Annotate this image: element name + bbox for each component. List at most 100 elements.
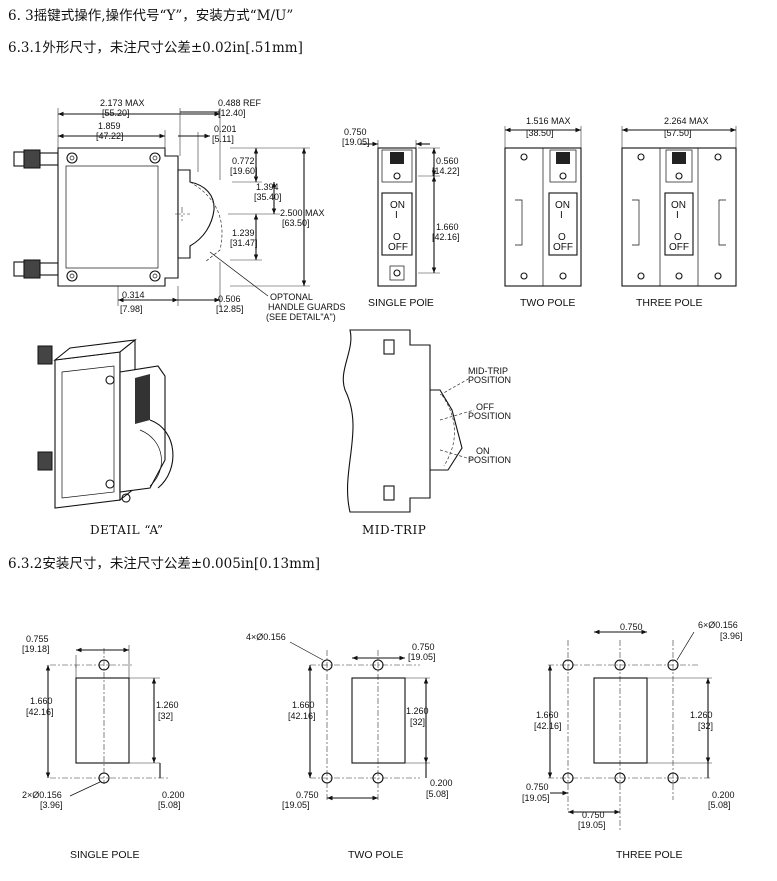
- dim-m1-width-mm: [19.18]: [22, 644, 50, 654]
- handle-guard-outline: [189, 181, 223, 263]
- caption-two: TWO POLE: [520, 297, 575, 309]
- on-position-label-2: POSITION: [468, 455, 511, 465]
- on-mark-two: I: [560, 210, 563, 221]
- off-mark: O: [393, 232, 401, 243]
- dim-bottom-right-mm: [12.85]: [216, 304, 244, 314]
- dim-height-mm: [63.50]: [282, 218, 310, 228]
- dim-m3-spacing-mm: [42.16]: [534, 721, 562, 731]
- on-mark-three: I: [676, 210, 679, 221]
- dim-m3-pitch: 0.750: [582, 810, 605, 820]
- terminal-stud-top: [13, 151, 25, 167]
- mounting-three: 0.750 6×Ø0.156 [3.96] 1.660 [42.16] 1.26…: [522, 620, 743, 861]
- mounting-single: 0.755 [19.18] 1.660 [42.16] 1.260 [32] 2…: [22, 634, 185, 861]
- dim-overall-width-mm: [55.20]: [102, 108, 130, 118]
- section-heading: 6. 3摇键式操作,操作代号“Y”，安装方式“M/U”: [8, 8, 294, 24]
- front-view-three: ON I O OFF 2.264 MAX [57.50] THREE POLE: [621, 116, 737, 309]
- dim-m3-pitch-top: 0.750: [620, 622, 643, 632]
- off-mark-three: O: [674, 232, 682, 243]
- outline-heading: 6.3.1外形尺寸，未注尺寸公差±0.02in[.51mm]: [8, 40, 303, 56]
- dim-m2-pitch-mm: [19.05]: [282, 800, 310, 810]
- dim-m1-cutout-mm: [32]: [158, 711, 173, 721]
- caption-m2: TWO POLE: [348, 849, 403, 861]
- dim-m3-cutout-mm: [32]: [698, 721, 713, 731]
- cutout-two: [351, 677, 406, 764]
- dim-m2-spacing: 1.660: [292, 700, 315, 710]
- dim-single-top: 0.560: [436, 156, 459, 166]
- dim-bottom-left-mm: [7.98]: [120, 304, 143, 314]
- dim-width-single-mm: [19.05]: [342, 137, 370, 147]
- terminal-body-bottom: [39, 262, 59, 276]
- midtrip-label-2: POSITION: [468, 375, 511, 385]
- detail-a-isometric: [37, 338, 174, 509]
- on-label: ON: [390, 200, 405, 211]
- on-label-two: ON: [555, 200, 570, 211]
- dim-h2: 1.394: [256, 182, 279, 192]
- dim-single-spacing-mm: [42.16]: [432, 232, 460, 242]
- dim-m3-holes: 6×Ø0.156: [698, 620, 738, 630]
- caption-m1: SINGLE POLE: [70, 849, 139, 861]
- on-label-three: ON: [671, 200, 686, 211]
- dim-m3-holes-mm: [3.96]: [720, 631, 743, 641]
- terminal-stud-bottom: [13, 261, 25, 277]
- on-position-label-1: ON: [476, 446, 490, 456]
- handle-guard-note-3: (SEE DETAIL"A"): [266, 312, 336, 322]
- dim-m2-cutout-mm: [32]: [410, 717, 425, 727]
- on-mark: I: [395, 210, 398, 221]
- dim-m3-offset: 0.200: [712, 790, 735, 800]
- handle-guard-note-2: HANDLE GUARDS: [268, 302, 346, 312]
- breaker-housing: [57, 147, 179, 287]
- dim-m1-spacing: 1.660: [30, 696, 53, 706]
- dim-m2-width: 0.750: [412, 642, 435, 652]
- dim-single-spacing: 1.660: [436, 222, 459, 232]
- dim-m2-width-mm: [19.05]: [408, 652, 436, 662]
- off-position-label-1: OFF: [476, 402, 494, 412]
- dim-ref: 0.488 REF: [218, 98, 262, 108]
- caption-three: THREE POLE: [636, 297, 703, 309]
- dim-width-single: 0.750: [344, 127, 367, 137]
- dim-m2-offset: 0.200: [430, 778, 453, 788]
- dim-body-width-mm: [47.22]: [96, 131, 124, 141]
- mount-screw-tr: [149, 152, 161, 164]
- dim-h2-mm: [35.40]: [254, 192, 282, 202]
- off-mark-two: O: [558, 232, 566, 243]
- dim-m2-holes: 4×Ø0.156: [246, 632, 286, 642]
- off-position-label-2: POSITION: [468, 411, 511, 421]
- dim-h3-mm: [31.47]: [230, 238, 258, 248]
- dim-bottom-right: 0.506: [218, 294, 241, 304]
- cutout-single: [75, 677, 130, 764]
- dim-overall-width: 2.173 MAX: [100, 98, 145, 108]
- dim-m3-spacing: 1.660: [536, 710, 559, 720]
- dim-bottom-left: 0.314: [122, 290, 145, 300]
- dim-width-three-mm: [57.50]: [664, 128, 692, 138]
- dim-height: 2.500 MAX: [280, 208, 325, 218]
- side-view: 2.173 MAX [55.20] 1.859 [47.22] 0.488 RE…: [13, 98, 346, 322]
- caption-m3: THREE POLE: [616, 849, 683, 861]
- rocker-window: [381, 192, 413, 256]
- dim-m1-offset-mm: [5.08]: [158, 800, 181, 810]
- terminal-nut-bottom: [23, 259, 41, 279]
- dim-single-top-mm: [14.22]: [432, 166, 460, 176]
- dim-m1-spacing-mm: [42.16]: [26, 707, 54, 717]
- cutout-three: [593, 677, 648, 764]
- dim-ref2-mm: [5.11]: [212, 134, 234, 144]
- dim-m3-cutout: 1.260: [690, 710, 713, 720]
- midtrip-label-1: MID-TRIP: [468, 366, 508, 376]
- dim-width-three: 2.264 MAX: [664, 116, 709, 126]
- handle-guard-note-1: OPTONAL: [270, 292, 313, 302]
- terminal-body-top: [39, 152, 59, 166]
- caption-midtrip: MID-TRIP: [362, 523, 426, 537]
- mounting-two: 4×Ø0.156 0.750 [19.05] 1.660 [42.16] 1.2…: [246, 632, 453, 861]
- handle-top: [390, 152, 404, 164]
- dim-m1-holes-mm: [3.96]: [40, 800, 63, 810]
- dim-m2-cutout: 1.260: [406, 706, 429, 716]
- dim-m3-offset-mm: [5.08]: [708, 800, 731, 810]
- dim-m1-width: 0.755: [26, 634, 49, 644]
- dim-m1-offset: 0.200: [162, 790, 185, 800]
- off-label-two: OFF: [553, 242, 573, 253]
- mount-screw-tl: [66, 152, 78, 164]
- dim-m1-cutout: 1.260: [156, 700, 179, 710]
- front-view-two: ON I O OFF 1.516 MAX [38.50] TWO POLE: [504, 116, 582, 309]
- hole-single-bottom: [98, 772, 110, 784]
- dim-h1-mm: [19.60]: [230, 166, 258, 176]
